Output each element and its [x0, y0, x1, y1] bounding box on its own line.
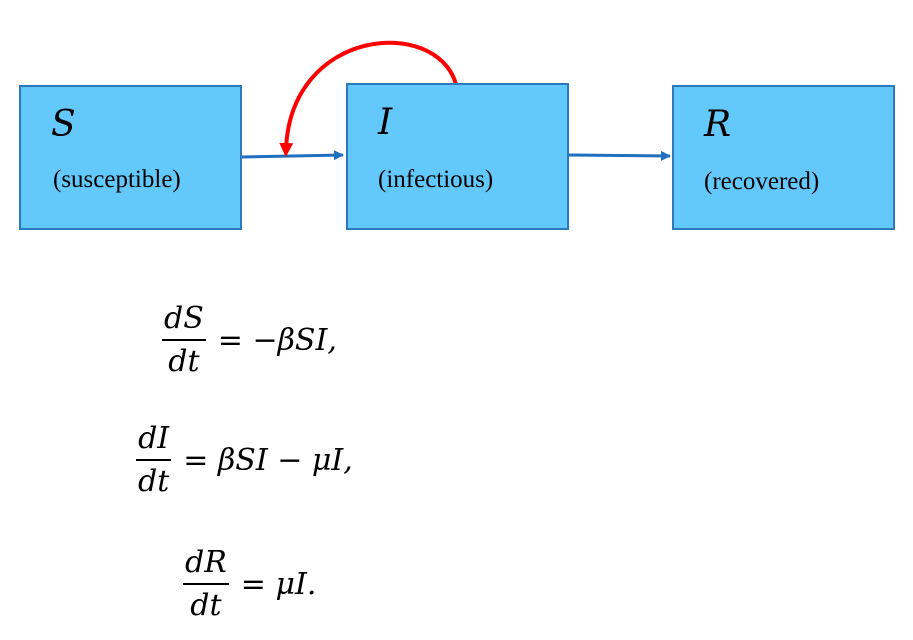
infection-arrow — [279, 40, 458, 157]
derivative-fraction: dR dt — [183, 546, 229, 622]
equation-rhs: = −βSI, — [217, 322, 337, 358]
equation-ds-dt: dS dt = −βSI, — [162, 302, 337, 378]
derivative-fraction: dS dt — [162, 302, 206, 378]
fraction-bar — [136, 459, 172, 461]
equation-dr-dt: dR dt = μI. — [183, 546, 316, 622]
numerator: dS — [164, 301, 204, 336]
arrow-s-to-i — [241, 150, 344, 161]
infectious-node: I (infectious) — [346, 83, 569, 230]
arrow-i-to-r — [568, 150, 671, 161]
node-label: (susceptible) — [53, 166, 181, 193]
node-symbol: R — [704, 104, 732, 145]
node-label: (infectious) — [378, 166, 494, 193]
node-symbol: I — [378, 102, 393, 143]
equation-rhs: = μI. — [240, 566, 317, 602]
denominator: dt — [138, 464, 170, 499]
derivative-fraction: dI dt — [136, 421, 172, 499]
equation-di-dt: dI dt = βSI − μI, — [136, 422, 353, 498]
fraction-bar — [183, 583, 229, 585]
equation-rhs: = βSI − μI, — [183, 442, 353, 478]
numerator: dI — [138, 421, 170, 456]
recovered-node: R (recovered) — [672, 85, 895, 230]
susceptible-node: S (susceptible) — [19, 85, 242, 230]
denominator: dt — [190, 588, 222, 623]
fraction-bar — [162, 339, 206, 341]
node-label: (recovered) — [704, 168, 820, 195]
node-symbol: S — [51, 104, 76, 145]
denominator: dt — [168, 344, 200, 379]
numerator: dR — [185, 545, 227, 580]
